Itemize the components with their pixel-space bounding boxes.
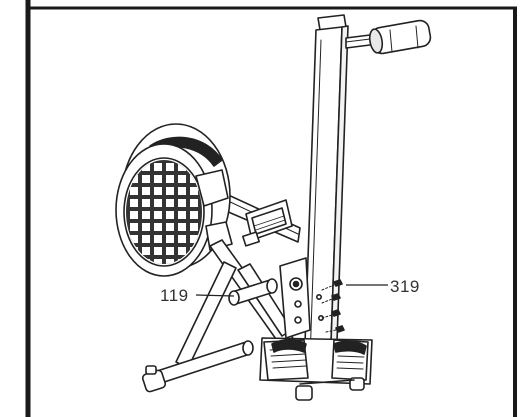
fan-housing [115,123,233,277]
diagram-border [25,0,517,417]
callout-119: 119 [160,286,235,305]
pin-119 [228,278,278,306]
rear-base [259,337,373,401]
bolts-319 [321,279,345,333]
console-monitor [241,199,293,247]
mounting-bracket [279,257,311,339]
callout-319: 319 [346,277,420,296]
callout-label-119: 119 [160,286,189,305]
front-stabilizer [141,340,254,393]
handle-arm [345,19,432,55]
upright-column [303,14,349,373]
callout-label-319: 319 [390,277,420,296]
